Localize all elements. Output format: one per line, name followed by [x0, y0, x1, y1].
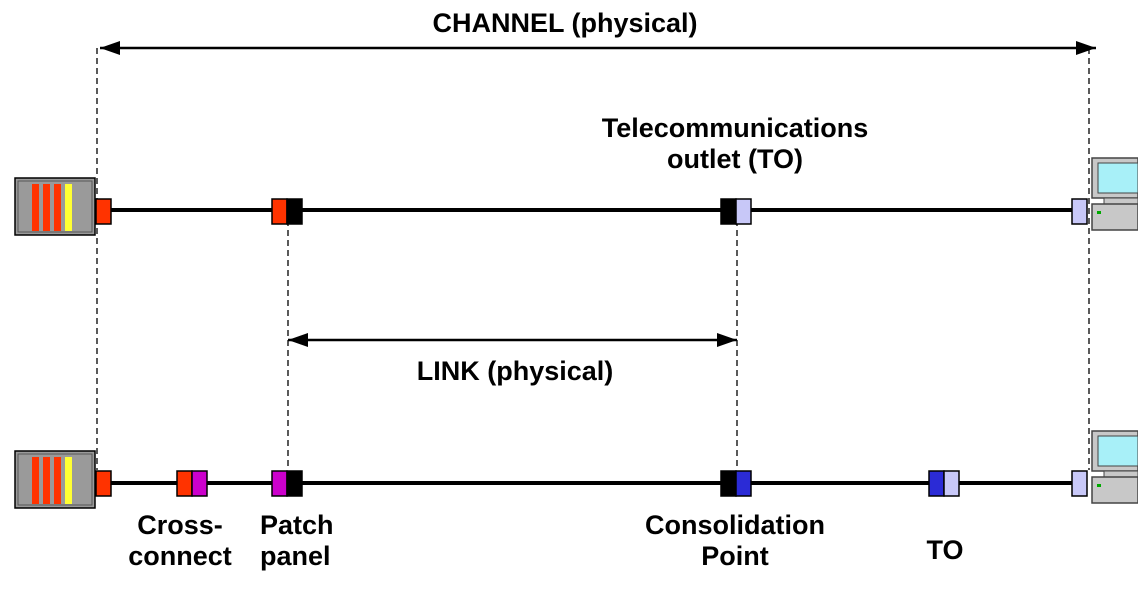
telecom-outlet-label: Telecommunications outlet (TO) — [565, 113, 905, 175]
telecom-outlet-label-line2: outlet (TO) — [667, 144, 803, 174]
top-outlet-connector — [720, 198, 752, 225]
bottom-pc-connector — [1071, 470, 1088, 497]
patch-panel-label-line1: Patch — [260, 510, 334, 540]
link-label: LINK (physical) — [416, 356, 614, 386]
bottom-computer-icon — [1091, 430, 1138, 504]
patch-panel-label-line2: panel — [260, 541, 331, 571]
bottom-outlet-connector — [928, 470, 960, 497]
channel-label: CHANNEL (physical) — [432, 8, 698, 38]
bottom-switch-icon — [14, 450, 96, 509]
cross-connect-label-line2: connect — [128, 541, 232, 571]
consolidation-point-connector — [720, 470, 752, 497]
top-pc-connector — [1071, 198, 1088, 225]
patch-panel-label: Patch panel — [260, 510, 380, 572]
cross-connect-label-line1: Cross- — [137, 510, 223, 540]
consolidation-point-label: Consolidation Point — [610, 510, 860, 572]
bottom-switch-connector — [95, 470, 112, 497]
telecom-outlet-label-line1: Telecommunications — [601, 113, 869, 143]
consolidation-point-label-line1: Consolidation — [645, 510, 825, 540]
consolidation-point-label-line2: Point — [701, 541, 769, 571]
to-label: TO — [926, 535, 964, 565]
top-switch-icon — [14, 177, 96, 236]
top-patch-panel-connector — [271, 198, 303, 225]
bottom-patch-panel-connector — [271, 470, 303, 497]
cross-connect-connector — [176, 470, 208, 497]
top-computer-icon — [1091, 157, 1138, 231]
cross-connect-label: Cross- connect — [110, 510, 250, 572]
top-switch-connector — [95, 198, 112, 225]
